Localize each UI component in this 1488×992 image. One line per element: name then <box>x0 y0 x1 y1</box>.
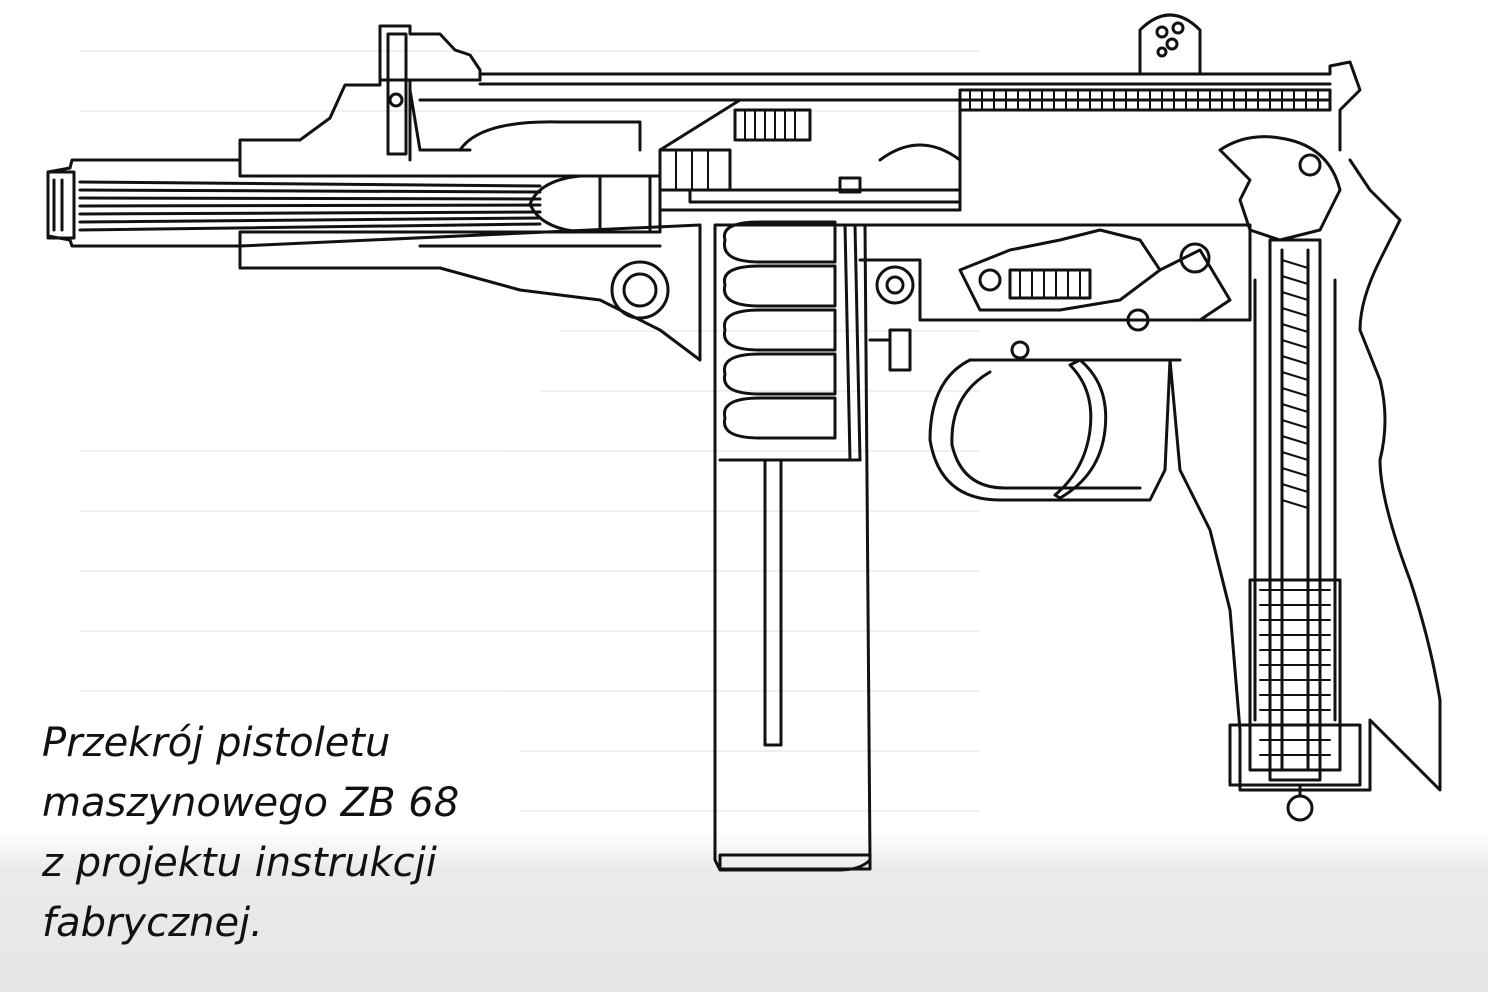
scan-shadow <box>0 830 1488 992</box>
front-sight <box>238 24 482 162</box>
grip <box>1168 158 1442 822</box>
caption-line-3: z projektu instrukcji <box>42 840 437 886</box>
caption-line-4: fabrycznej. <box>42 900 263 946</box>
caption-line-1: Przekrój pistoletu <box>42 720 391 766</box>
figure-caption: Przekrój pistoletu maszynowego ZB 68 z p… <box>42 713 522 953</box>
magazine <box>713 220 912 872</box>
frame <box>238 135 1342 362</box>
rear-sight <box>1138 13 1202 76</box>
barrel <box>46 158 662 248</box>
receiver <box>418 60 1362 212</box>
trigger-guard <box>928 340 1182 502</box>
caption-line-2: maszynowego ZB 68 <box>42 780 460 826</box>
trigger <box>1053 358 1108 500</box>
